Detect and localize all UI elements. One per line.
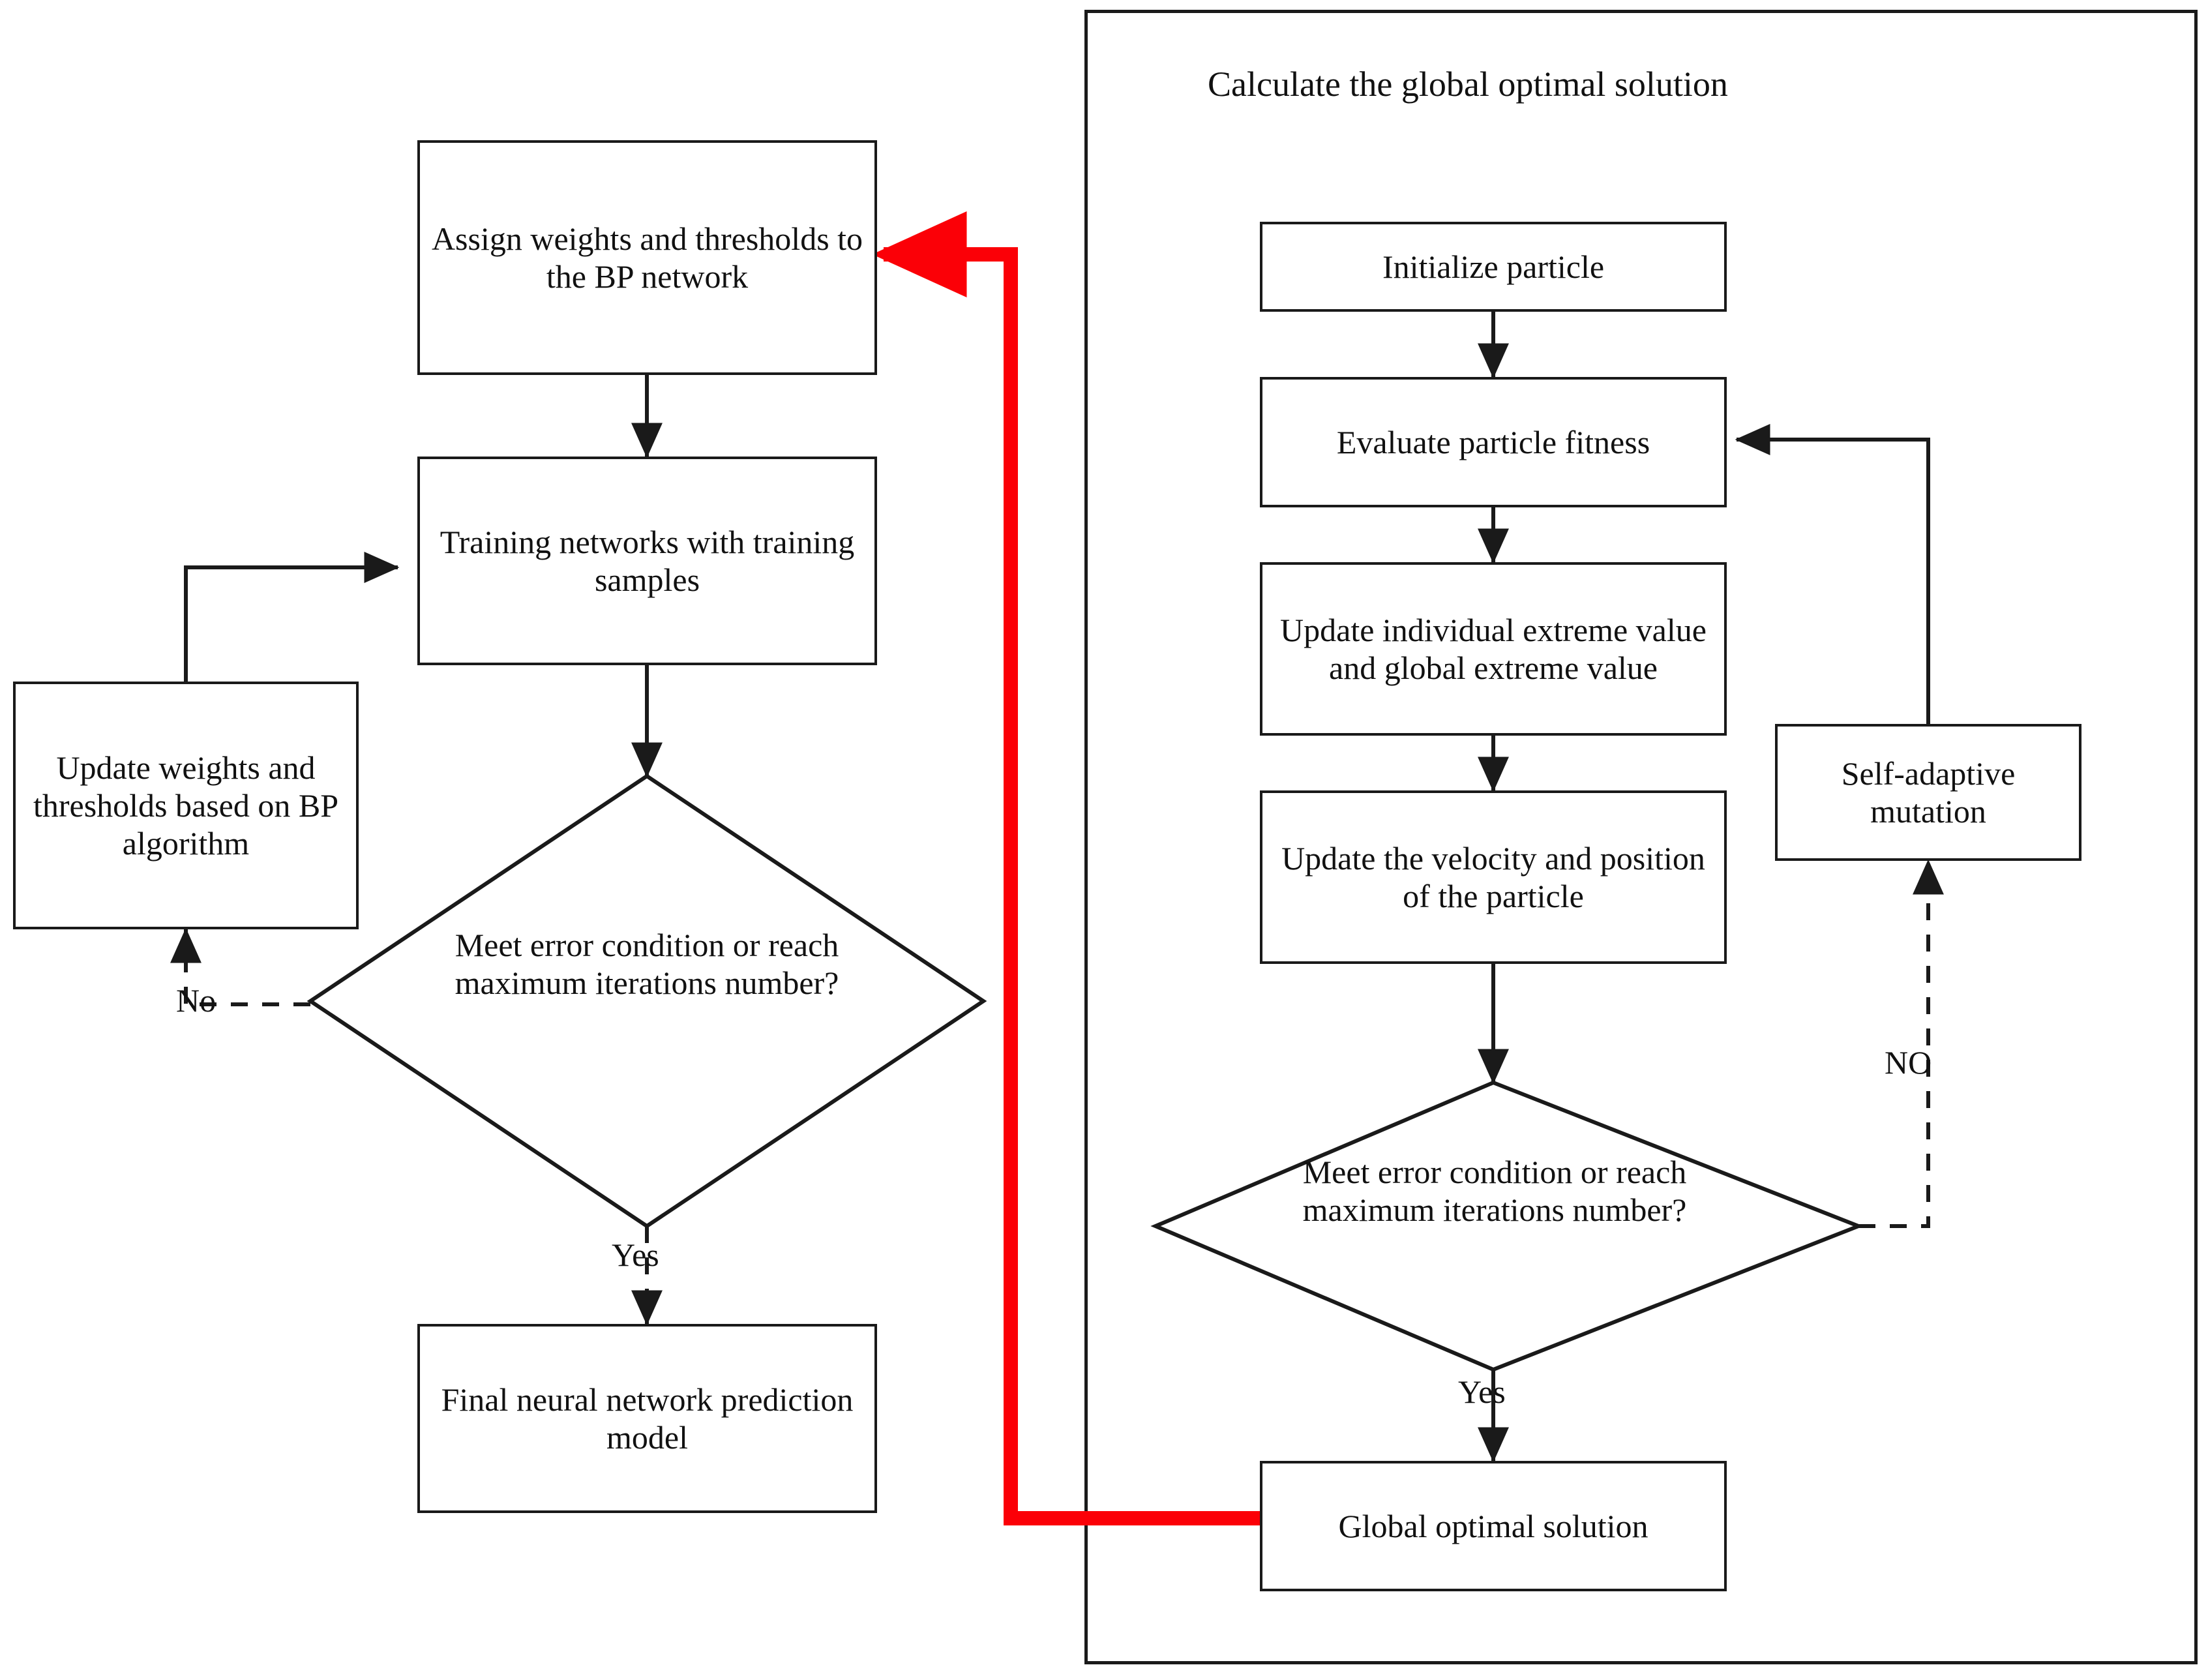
node-assign-weights-label: Assign weights and thresholds to the BP … [431, 220, 863, 295]
node-left-decision-label: Meet error condition or reach maximum it… [455, 927, 839, 1001]
node-evaluate-fitness[interactable]: Evaluate particle fitness [1260, 377, 1727, 507]
node-training-networks-label: Training networks with training samples [440, 524, 855, 598]
edge-label-left-yes: Yes [612, 1237, 659, 1273]
node-initialize-particle-label: Initialize particle [1382, 248, 1605, 285]
node-self-adaptive-mutation[interactable]: Self-adaptive mutation [1775, 724, 2081, 861]
global-optimal-solution-panel [1084, 10, 2198, 1664]
node-update-velocity-label: Update the velocity and position of the … [1281, 840, 1705, 914]
node-update-extremes-label: Update individual extreme value and glob… [1280, 612, 1707, 686]
edge-label-right-no: NO [1885, 1044, 1932, 1081]
edge-label-left-no: No [176, 982, 216, 1019]
node-right-decision-label: Meet error condition or reach maximum it… [1302, 1154, 1687, 1228]
panel-title: Calculate the global optimal solution [1208, 65, 1728, 104]
node-final-model[interactable]: Final neural network prediction model [417, 1324, 877, 1513]
node-global-optimal-solution[interactable]: Global optimal solution [1260, 1461, 1727, 1591]
edge-label-right-yes: Yes [1458, 1373, 1506, 1410]
node-evaluate-fitness-label: Evaluate particle fitness [1336, 424, 1650, 460]
node-update-weights-bp[interactable]: Update weights and thresholds based on B… [13, 682, 359, 929]
node-update-weights-bp-label: Update weights and thresholds based on B… [33, 749, 339, 862]
node-initialize-particle[interactable]: Initialize particle [1260, 222, 1727, 312]
node-final-model-label: Final neural network prediction model [441, 1381, 854, 1456]
node-update-extremes[interactable]: Update individual extreme value and glob… [1260, 562, 1727, 736]
node-assign-weights[interactable]: Assign weights and thresholds to the BP … [417, 140, 877, 375]
node-update-velocity[interactable]: Update the velocity and position of the … [1260, 790, 1727, 964]
node-global-optimal-solution-label: Global optimal solution [1338, 1508, 1649, 1544]
node-self-adaptive-mutation-label: Self-adaptive mutation [1841, 755, 2016, 830]
node-training-networks[interactable]: Training networks with training samples [417, 457, 877, 665]
